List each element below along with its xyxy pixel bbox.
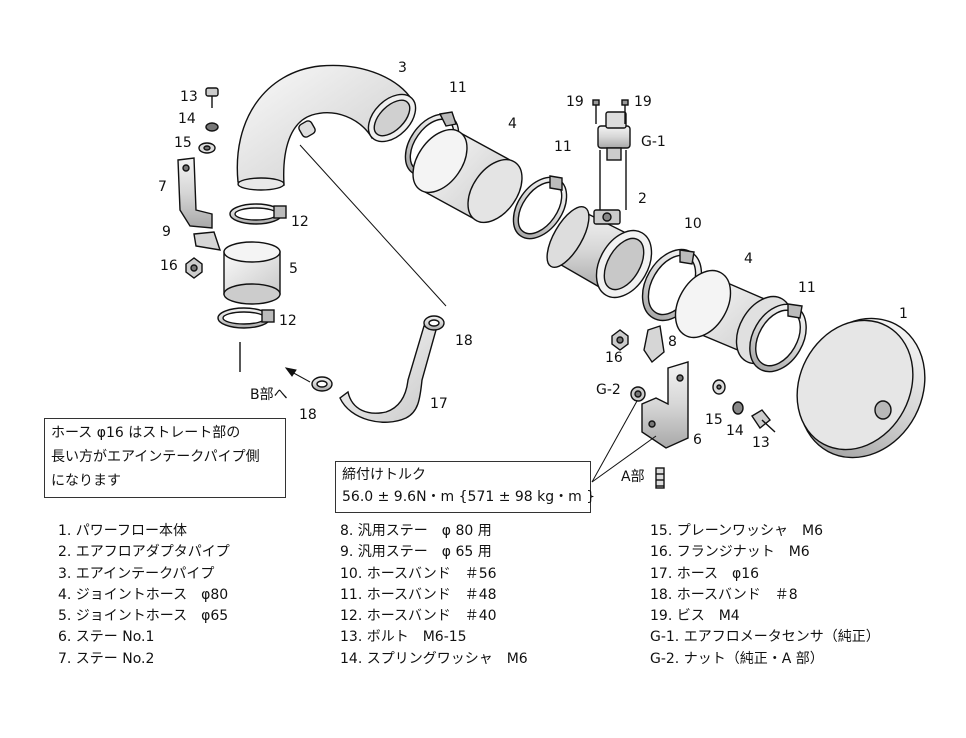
joint-hose-upper: [412, 128, 523, 224]
callout-8: 8: [668, 334, 677, 350]
callout-1: 1: [899, 306, 908, 322]
parts-list-column-2: 8. 汎用ステー φ 80 用 9. 汎用ステー φ 65 用 10. ホースバ…: [340, 521, 528, 670]
callout-a-part: A部: [621, 469, 645, 485]
callout-6: 6: [693, 432, 702, 448]
connection-leader: [299, 144, 447, 307]
callout-g1: G-1: [641, 134, 666, 150]
flange-nut-right: [611, 329, 629, 351]
list-item: 8. 汎用ステー φ 80 用: [340, 523, 492, 539]
list-item: 13. ボルト M6-15: [340, 629, 467, 646]
air-flow-meter-sensor: [597, 111, 631, 210]
callout-4-upper: 4: [508, 116, 517, 132]
list-item: 17. ホース φ16: [650, 565, 760, 582]
list-item: 14. スプリングワッシャ M6: [340, 650, 528, 667]
callout-5: 5: [289, 261, 298, 277]
callout-14-a: 14: [178, 111, 196, 127]
callout-11-c: 11: [798, 280, 816, 296]
callout-11-a: 11: [449, 80, 467, 96]
hose-band-40-upper: [229, 203, 287, 225]
callout-13-a: 13: [180, 89, 198, 105]
list-item: 7. ステー No.2: [58, 650, 155, 667]
stay-no1: [641, 361, 689, 449]
callout-b-part: B部へ: [250, 387, 288, 403]
callout-7: 7: [158, 179, 167, 195]
list-item: 19. ビス M4: [650, 608, 740, 625]
callout-16-a: 16: [160, 258, 178, 274]
list-item: 6. ステー No.1: [58, 629, 155, 646]
callout-15-a: 15: [174, 135, 192, 151]
list-item: 15. プレーンワッシャ M6: [650, 523, 824, 539]
stay-no2: [177, 157, 213, 229]
hose-band-middle: [512, 175, 568, 240]
bolt-washers-left: [198, 87, 219, 154]
flange-nut-left: [185, 257, 203, 279]
callout-15-b: 15: [705, 412, 723, 428]
list-item: G-1. エアフロメータセンサ（純正）: [650, 629, 880, 646]
list-item: 3. エアインテークパイプ: [58, 565, 215, 582]
hose-note-line-1: ホース φ16 はストレート部の: [51, 425, 241, 441]
callout-g2: G-2: [596, 382, 621, 398]
callout-13-b: 13: [752, 435, 770, 451]
air-intake-pipe: [236, 64, 417, 191]
hose-note-line-3: になります: [51, 473, 121, 489]
callout-2: 2: [638, 191, 647, 207]
b-part-arrow: [284, 367, 311, 383]
joint-hose-65: [223, 241, 281, 305]
callout-18-a: 18: [455, 333, 473, 349]
callout-11-b: 11: [554, 139, 572, 155]
parts-list-column-3: 15. プレーンワッシャ M6 16. フランジナット M6 17. ホース φ…: [650, 521, 880, 670]
callout-3: 3: [398, 60, 407, 76]
list-item: 4. ジョイントホース φ80: [58, 586, 229, 603]
callout-18-b: 18: [299, 407, 317, 423]
list-item: 5. ジョイントホース φ65: [58, 608, 229, 625]
callout-17: 17: [430, 396, 448, 412]
callout-14-b: 14: [726, 423, 744, 439]
leader-lines-right: [591, 400, 657, 483]
parts-list-column-1: 1. パワーフロー本体 2. エアフロアダプタパイプ 3. エアインテークパイプ…: [58, 521, 230, 670]
hose-band-40-lower: [217, 307, 275, 329]
hose-16: [339, 325, 437, 423]
universal-stay-65: [193, 231, 222, 251]
callout-4-lower: 4: [744, 251, 753, 267]
screws-m4: [592, 99, 629, 124]
callout-19-b: 19: [634, 94, 652, 110]
hose-direction-note: ホース φ16 はストレート部の 長い方がエアインテークパイプ側 になります: [44, 418, 286, 498]
nut-g2: [630, 386, 646, 402]
list-item: 10. ホースバンド ＃56: [340, 565, 497, 582]
callout-10: 10: [684, 216, 702, 232]
washer-bolt-right: [712, 379, 776, 433]
universal-stay-80: [643, 325, 665, 364]
list-item: 12. ホースバンド ＃40: [340, 608, 497, 625]
callout-9: 9: [162, 224, 171, 240]
power-flow-filter-body: [796, 317, 926, 459]
list-item: 18. ホースバンド ＃8: [650, 586, 798, 603]
torque-note-title: 締付けトルク: [342, 467, 426, 483]
list-item: 2. エアフロアダプタパイプ: [58, 544, 230, 561]
callout-19-a: 19: [566, 94, 584, 110]
torque-note-value: 56.0 ± 9.6N・m {571 ± 98 kg・m }: [342, 489, 596, 505]
air-flow-adapter-pipe: [546, 206, 653, 299]
list-item: 11. ホースバンド ＃48: [340, 586, 497, 603]
list-item: G-2. ナット（純正・A 部）: [650, 650, 824, 667]
hose-band-8-lower: [311, 376, 333, 392]
list-item: 9. 汎用ステー φ 65 用: [340, 544, 492, 561]
list-item: 1. パワーフロー本体: [58, 523, 187, 539]
torque-note: 締付けトルク 56.0 ± 9.6N・m {571 ± 98 kg・m }: [335, 461, 596, 513]
callout-16-b: 16: [605, 350, 623, 366]
hose-note-line-2: 長い方がエアインテークパイプ側: [51, 449, 260, 465]
list-item: 16. フランジナット M6: [650, 544, 810, 561]
hose-band-right: [749, 303, 807, 373]
callout-12-b: 12: [279, 313, 297, 329]
hose-band-8-upper: [423, 315, 445, 331]
callout-12-a: 12: [291, 214, 309, 230]
a-part-stud: [655, 467, 665, 489]
